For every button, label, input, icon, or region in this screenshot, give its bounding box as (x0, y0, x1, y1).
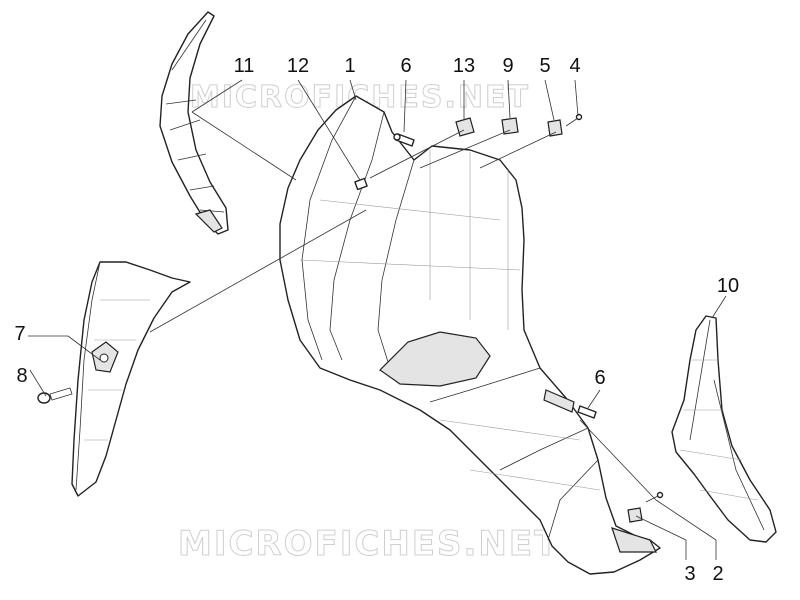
callout-10: 10 (717, 275, 739, 297)
callout-1: 1 (344, 55, 355, 77)
part-11-trim-strip (159, 11, 229, 235)
part-13-speed-nut (455, 117, 475, 137)
part-4-screw (565, 113, 583, 127)
callout-8: 8 (16, 365, 27, 387)
part-9-speed-nut (501, 117, 519, 135)
part-7-side-panel (71, 261, 191, 497)
part-8-screw (37, 387, 73, 404)
callout-2: 2 (712, 563, 723, 585)
part-3-speed-nut (627, 507, 643, 523)
part-10-side-panel (671, 315, 777, 543)
callout-4: 4 (569, 55, 580, 77)
callout-6-top: 6 (400, 55, 411, 77)
callout-11: 11 (234, 55, 255, 77)
watermark-bottom: MICROFICHES.NET (178, 524, 559, 564)
part-5-speed-nut (547, 119, 563, 137)
part-12-clip (354, 177, 368, 191)
callout-6-low: 6 (594, 367, 605, 389)
callout-5: 5 (539, 55, 550, 77)
callout-12: 12 (287, 55, 309, 77)
callout-7: 7 (14, 323, 25, 345)
part-1-front-shield (279, 95, 661, 575)
callout-9: 9 (502, 55, 513, 77)
part-6-screw-low (577, 405, 597, 419)
callout-13: 13 (453, 55, 475, 77)
part-6-screw-top (393, 133, 415, 147)
part-2-screw (645, 491, 664, 503)
leader-lines (28, 79, 727, 560)
callout-3: 3 (684, 563, 695, 585)
